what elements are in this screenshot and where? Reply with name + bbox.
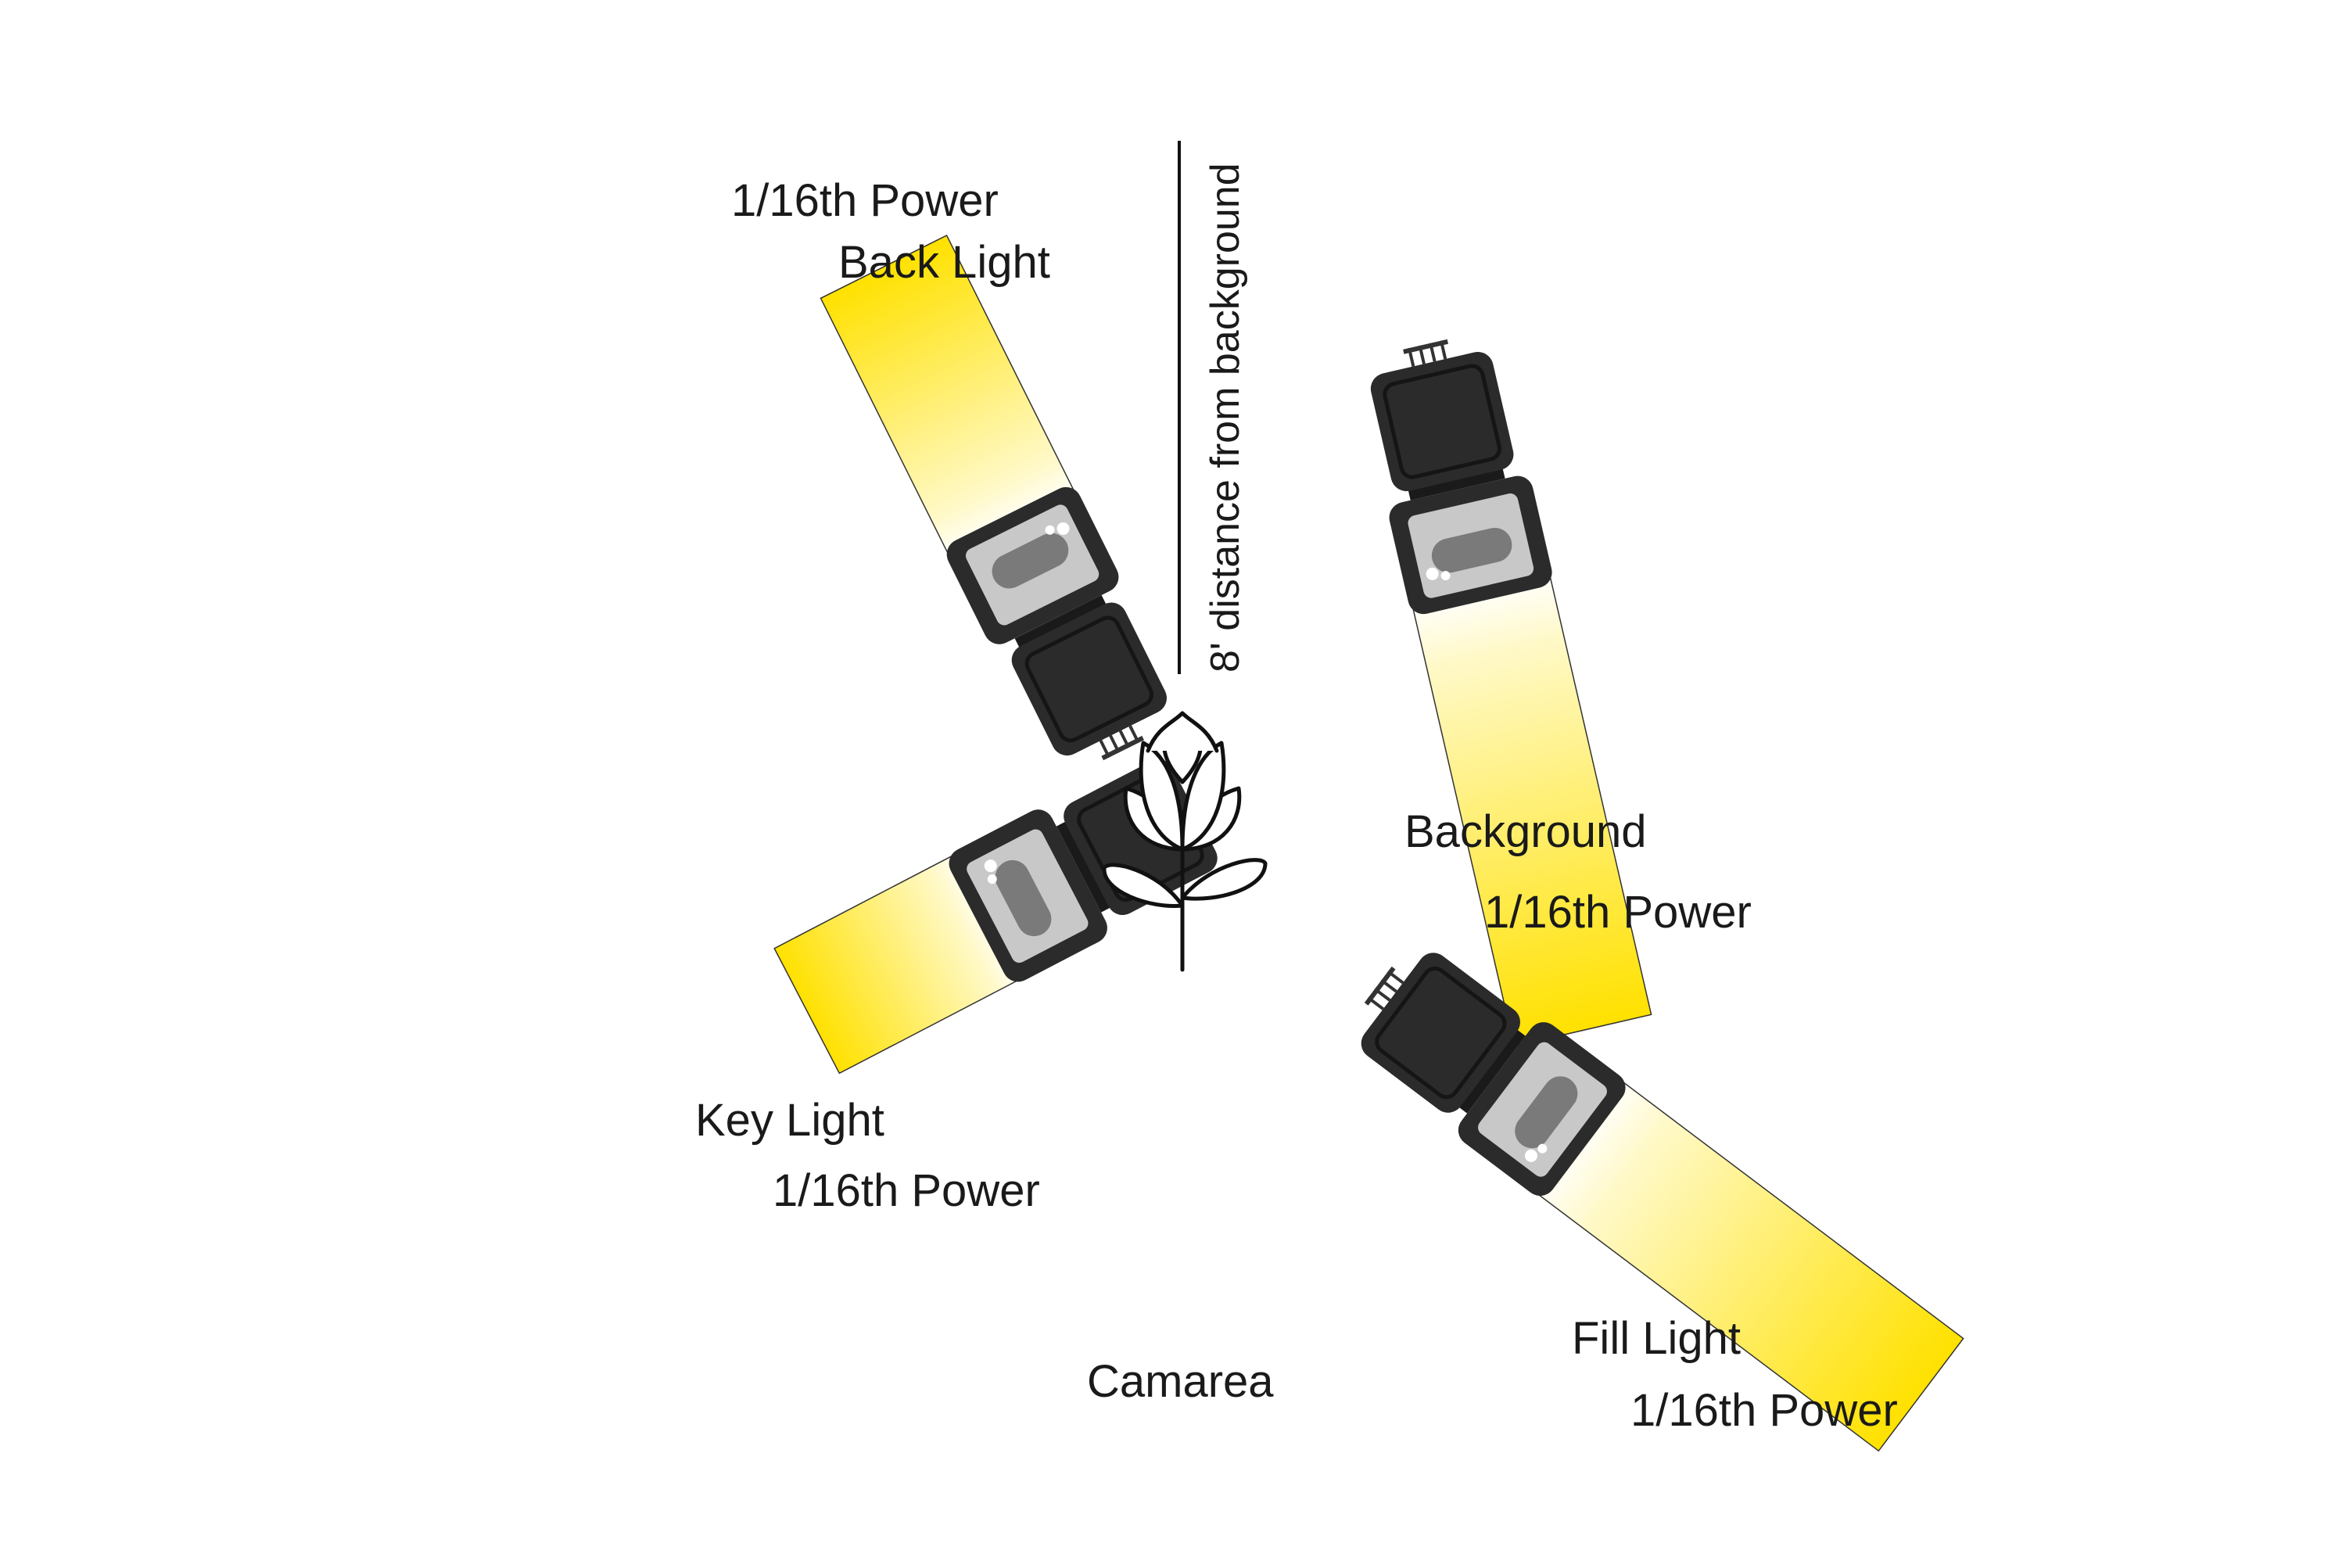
camera-label: Camarea — [1087, 1356, 1274, 1407]
fill-light-label: Fill Light — [1572, 1313, 1741, 1364]
back-light-power-label: 1/16th Power — [731, 175, 999, 226]
key-light-label: Key Light — [695, 1095, 884, 1146]
flower-icon — [1102, 711, 1268, 972]
back-light-label: Back Light — [838, 237, 1050, 288]
distance-label: 8' distance from background — [1203, 163, 1248, 673]
fill-light-power-label: 1/16th Power — [1630, 1385, 1898, 1436]
background-power-label: 1/16th Power — [1484, 887, 1752, 938]
background-flash-icon — [1353, 328, 1555, 617]
key-light-power-label: 1/16th Power — [773, 1165, 1040, 1216]
background-label: Background — [1404, 806, 1647, 857]
